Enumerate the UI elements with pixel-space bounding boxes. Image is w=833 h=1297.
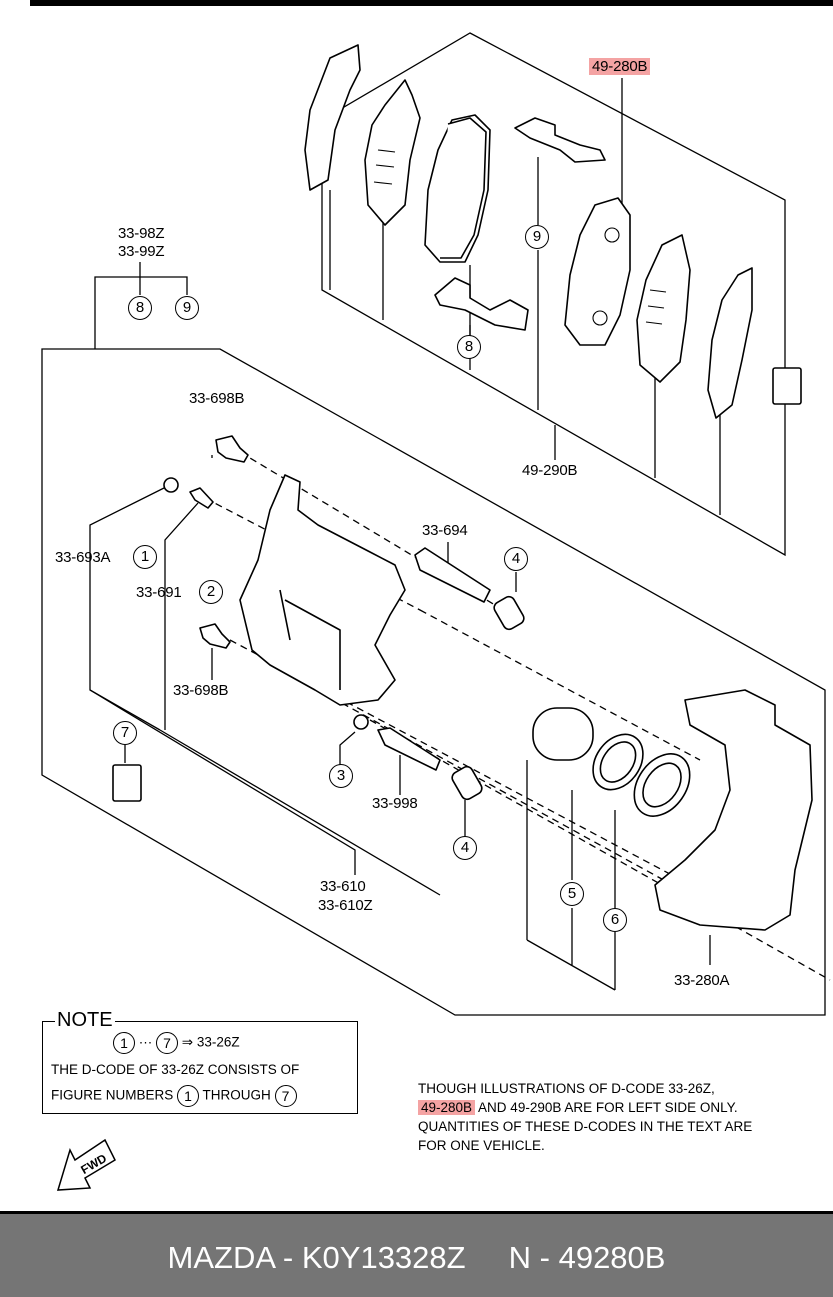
inner-pad (564, 197, 631, 346)
inner-shim-right (636, 234, 691, 383)
disclaimer-line-2: 49-280B AND 49-290B ARE FOR LEFT SIDE ON… (418, 1098, 818, 1117)
note-arrow: ⇒ (181, 1034, 194, 1050)
bleeder (189, 487, 214, 509)
callout-2: 2 (199, 580, 223, 604)
footer-text: MAZDA - K0Y13328Z N - 49280B (167, 1240, 666, 1275)
boot-top (493, 595, 525, 631)
fwd-arrow (56, 1138, 116, 1191)
label-pad-set: 49-290B (522, 462, 578, 479)
note-range-sep: ··· (138, 1034, 153, 1050)
label-bolt-bottom: 33-698B (173, 682, 229, 699)
caliper-frame (41, 348, 826, 1016)
note-code: 33-26Z (196, 1034, 240, 1050)
disclaimer-line-1: THOUGH ILLUSTRATIONS OF D-CODE 33-26Z, (418, 1081, 715, 1096)
disclaimer-line-3: QUANTITIES OF THESE D-CODES IN THE TEXT … (418, 1119, 753, 1134)
label-bolt-top: 33-698B (189, 390, 245, 407)
disclaimer-line-4: FOR ONE VEHICLE. (418, 1138, 545, 1153)
callout-3: 3 (329, 764, 353, 788)
label-cap: 33-693A (55, 549, 111, 566)
callout-6: 6 (603, 908, 627, 932)
sensor-chip-right (772, 367, 802, 405)
boot-bottom (451, 765, 483, 801)
label-caliper-1: 33-610 (320, 878, 366, 895)
top-rule (30, 0, 833, 6)
note-range-line: 1 ··· 7 ⇒ 33-26Z (113, 1032, 240, 1054)
callout-4-bottom: 4 (453, 836, 477, 860)
note-line-3: FIGURE NUMBERS 1 THROUGH 7 (51, 1085, 297, 1107)
sensor-chip-left (112, 764, 142, 802)
bolt-bottom (199, 623, 231, 649)
pad-kit-frame (321, 32, 786, 557)
callout-1: 1 (133, 545, 157, 569)
callout-9-clip: 9 (525, 225, 549, 249)
callout-5: 5 (560, 882, 584, 906)
note-range-start: 1 (113, 1032, 135, 1054)
callout-8-top: 8 (128, 296, 152, 320)
piston (532, 707, 594, 761)
outer-shim-right (707, 267, 753, 419)
guide-pin-bottom (377, 727, 441, 771)
outer-pad-backing (440, 117, 487, 259)
note-line-3b: THROUGH (202, 1087, 271, 1103)
disclaimer-code: 49-280B (418, 1100, 476, 1115)
bracket (654, 689, 813, 931)
note-fig-to: 7 (274, 1085, 297, 1107)
label-bracket-top-1: 33-98Z (118, 225, 165, 242)
label-bleeder: 33-691 (136, 584, 182, 601)
label-bracket: 33-280A (674, 972, 730, 989)
label-caliper-2: 33-610Z (318, 897, 373, 914)
note-title: NOTE (55, 1009, 115, 1031)
disclaimer: THOUGH ILLUSTRATIONS OF D-CODE 33-26Z, 4… (418, 1079, 818, 1155)
note-line-3a: FIGURE NUMBERS (51, 1087, 174, 1103)
cap (163, 477, 179, 493)
label-bracket-top-2: 33-99Z (118, 243, 165, 260)
caliper-body (239, 474, 406, 706)
note-range-end: 7 (156, 1032, 179, 1054)
note-line-2: THE D-CODE OF 33-26Z CONSISTS OF (51, 1062, 300, 1077)
callout-8-clip: 8 (457, 335, 481, 359)
disclaimer-line-2-rest: AND 49-290B ARE FOR LEFT SIDE ONLY. (475, 1100, 738, 1115)
guide-pin-top (414, 547, 491, 603)
callout-7: 7 (113, 721, 137, 745)
callout-9-top: 9 (175, 296, 199, 320)
note-box: NOTE 1 ··· 7 ⇒ 33-26Z THE D-CODE OF 33-2… (42, 1009, 358, 1114)
outer-shim (304, 44, 361, 191)
note-fig-from: 1 (177, 1085, 200, 1107)
clip-top (514, 117, 606, 163)
clip-bottom (434, 277, 529, 331)
inner-shim-left (364, 79, 421, 226)
label-guide-pin-bottom: 33-998 (372, 795, 418, 812)
bolt-top (215, 435, 249, 463)
label-pad-kit: 49-280B (589, 58, 651, 75)
washer (353, 714, 369, 730)
callout-4-top: 4 (504, 547, 528, 571)
label-guide-pin-top: 33-694 (422, 522, 468, 539)
footer-bar: MAZDA - K0Y13328Z N - 49280B (0, 1211, 833, 1297)
